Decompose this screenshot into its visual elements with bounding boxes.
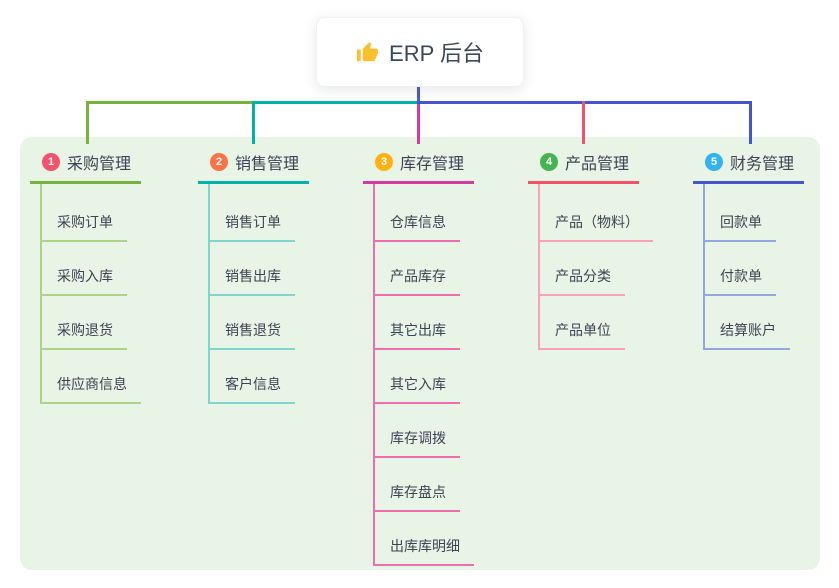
connector-line bbox=[252, 101, 420, 104]
leaf-node[interactable]: 库存盘点 bbox=[375, 458, 474, 512]
leaf-node[interactable]: 其它出库 bbox=[375, 296, 474, 350]
connector-line bbox=[417, 84, 420, 103]
connector-line bbox=[252, 101, 255, 144]
mindmap-panel bbox=[20, 137, 820, 570]
branch-subtree: 采购订单 采购入库 采购退货 供应商信息 bbox=[40, 184, 141, 404]
branch-label: 库存管理 bbox=[400, 156, 465, 173]
branch-number-badge: 2 bbox=[210, 153, 228, 171]
branch-number-badge: 1 bbox=[42, 153, 60, 171]
branch-label: 采购管理 bbox=[67, 156, 132, 173]
leaf-node[interactable]: 销售退货 bbox=[210, 296, 295, 350]
leaf-node[interactable]: 采购退货 bbox=[42, 296, 141, 350]
branch-node[interactable]: 5 财务管理 bbox=[693, 148, 805, 184]
connector-line bbox=[749, 101, 752, 144]
leaf-node[interactable]: 出库库明细 bbox=[375, 512, 474, 566]
leaf-node[interactable]: 库存调拨 bbox=[375, 404, 474, 458]
leaf-node[interactable]: 采购入库 bbox=[42, 242, 141, 296]
branch-finance: 5 财务管理 回款单 付款单 结算账户 bbox=[693, 148, 805, 350]
branch-number-badge: 3 bbox=[375, 153, 393, 171]
leaf-node[interactable]: 产品单位 bbox=[540, 296, 653, 350]
branch-node[interactable]: 4 产品管理 bbox=[528, 148, 640, 184]
branch-node[interactable]: 1 采购管理 bbox=[30, 148, 142, 184]
leaf-node[interactable]: 仓库信息 bbox=[375, 184, 474, 242]
leaf-node[interactable]: 产品分类 bbox=[540, 242, 653, 296]
branch-purchase: 1 采购管理 采购订单 采购入库 采购退货 供应商信息 bbox=[30, 148, 142, 404]
root-title: ERP 后台 bbox=[389, 41, 484, 66]
leaf-node[interactable]: 客户信息 bbox=[210, 350, 295, 404]
branch-number-badge: 4 bbox=[540, 153, 558, 171]
connector-line bbox=[86, 101, 89, 144]
branch-label: 销售管理 bbox=[235, 156, 300, 173]
leaf-node[interactable]: 付款单 bbox=[705, 242, 790, 296]
branch-node[interactable]: 3 库存管理 bbox=[363, 148, 475, 184]
root-node[interactable]: ERP 后台 bbox=[316, 17, 524, 87]
leaf-node[interactable]: 其它入库 bbox=[375, 350, 474, 404]
branch-subtree: 仓库信息 产品库存 其它出库 其它入库 库存调拨 库存盘点 出库库明细 bbox=[373, 184, 474, 566]
leaf-node[interactable]: 回款单 bbox=[705, 184, 790, 242]
connector-line bbox=[86, 101, 255, 104]
branch-subtree: 回款单 付款单 结算账户 bbox=[703, 184, 790, 350]
branch-number-badge: 5 bbox=[705, 153, 723, 171]
thumbs-up-icon bbox=[356, 41, 379, 64]
branch-sales: 2 销售管理 销售订单 销售出库 销售退货 客户信息 bbox=[198, 148, 310, 404]
branch-product: 4 产品管理 产品（物料） 产品分类 产品单位 bbox=[528, 148, 653, 350]
connector-line bbox=[417, 104, 420, 144]
leaf-node[interactable]: 采购订单 bbox=[42, 184, 141, 242]
leaf-node[interactable]: 供应商信息 bbox=[42, 350, 141, 404]
branch-subtree: 产品（物料） 产品分类 产品单位 bbox=[538, 184, 653, 350]
leaf-node[interactable]: 销售订单 bbox=[210, 184, 295, 242]
branch-inventory: 3 库存管理 仓库信息 产品库存 其它出库 其它入库 库存调拨 库存盘点 出库库… bbox=[363, 148, 475, 566]
branch-label: 财务管理 bbox=[730, 156, 795, 173]
leaf-node[interactable]: 产品库存 bbox=[375, 242, 474, 296]
leaf-node[interactable]: 销售出库 bbox=[210, 242, 295, 296]
branch-subtree: 销售订单 销售出库 销售退货 客户信息 bbox=[208, 184, 295, 404]
leaf-node[interactable]: 产品（物料） bbox=[540, 184, 653, 242]
leaf-node[interactable]: 结算账户 bbox=[705, 296, 790, 350]
connector-line bbox=[582, 101, 585, 144]
branch-node[interactable]: 2 销售管理 bbox=[198, 148, 310, 184]
branch-label: 产品管理 bbox=[565, 156, 630, 173]
